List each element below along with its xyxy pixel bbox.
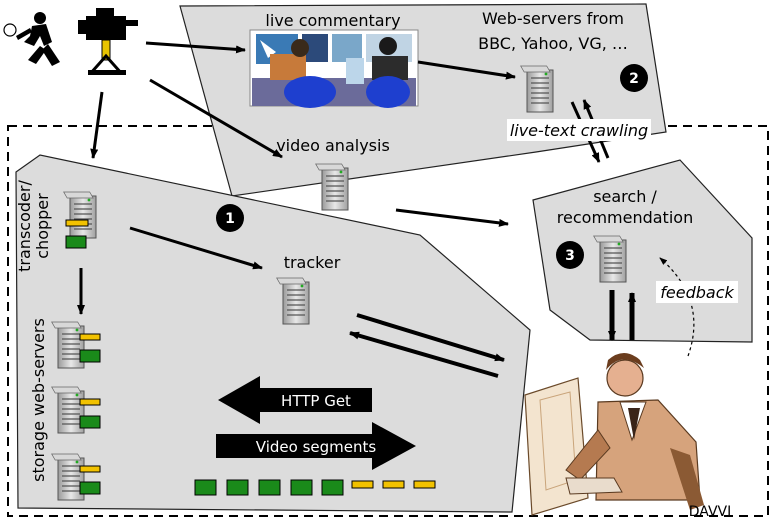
flow-arrows	[77, 41, 695, 378]
user-at-computer-illustration	[524, 353, 704, 516]
label-live-text-crawling: live-text crawling	[510, 121, 648, 140]
stream-segment-yellow	[382, 480, 405, 489]
badge-two	[620, 64, 648, 92]
badge-three-label: 3	[565, 248, 575, 264]
stream-segment-green	[290, 479, 313, 496]
badge-one-label: 1	[225, 211, 235, 227]
label-live-text-bg	[507, 119, 651, 141]
stream-segment-green	[258, 479, 281, 496]
stream-segment-yellow	[351, 480, 374, 489]
label-storage-web-servers: storage web-servers	[29, 318, 48, 482]
segment-yellow	[79, 333, 101, 341]
label-live-commentary: live commentary	[265, 11, 400, 30]
region-video-delivery	[15, 154, 531, 513]
stream-segment-green	[226, 479, 249, 496]
label-http-get: HTTP Get	[281, 392, 351, 410]
label-transcoder-line2: chopper	[33, 193, 52, 259]
label-video-analysis: video analysis	[276, 136, 390, 155]
label-web-servers-line1: Web-servers from	[482, 9, 624, 28]
label-davvi: DAVVI	[689, 504, 732, 520]
segment-green	[65, 235, 87, 249]
soccer-player-icon	[3, 12, 60, 66]
stream-segment-green	[321, 479, 344, 496]
segment-yellow	[65, 219, 89, 227]
tv-camera-icon	[78, 8, 138, 75]
segment-green	[79, 349, 101, 363]
badge-three	[556, 241, 584, 269]
segment-green	[79, 481, 101, 495]
segment-yellow	[79, 398, 101, 406]
stream-segment-yellow	[413, 480, 436, 489]
badge-one	[216, 204, 244, 232]
http-get-arrow	[218, 376, 372, 424]
label-tracker: tracker	[284, 253, 341, 272]
label-feedback: feedback	[660, 283, 734, 302]
segment-green	[79, 415, 101, 429]
stream-segment-green	[194, 479, 217, 496]
video-segments-arrow	[216, 422, 416, 470]
commentators-illustration	[249, 29, 419, 108]
label-search-line1: search /	[593, 187, 657, 206]
badge-two-label: 2	[629, 71, 639, 87]
segment-yellow	[79, 465, 101, 473]
label-video-segments: Video segments	[256, 438, 377, 456]
label-feedback-bg	[656, 281, 738, 303]
label-search-line2: recommendation	[557, 208, 693, 227]
label-transcoder-line1: transcoder/	[15, 180, 34, 272]
label-web-servers-line2: BBC, Yahoo, VG, …	[478, 34, 628, 53]
